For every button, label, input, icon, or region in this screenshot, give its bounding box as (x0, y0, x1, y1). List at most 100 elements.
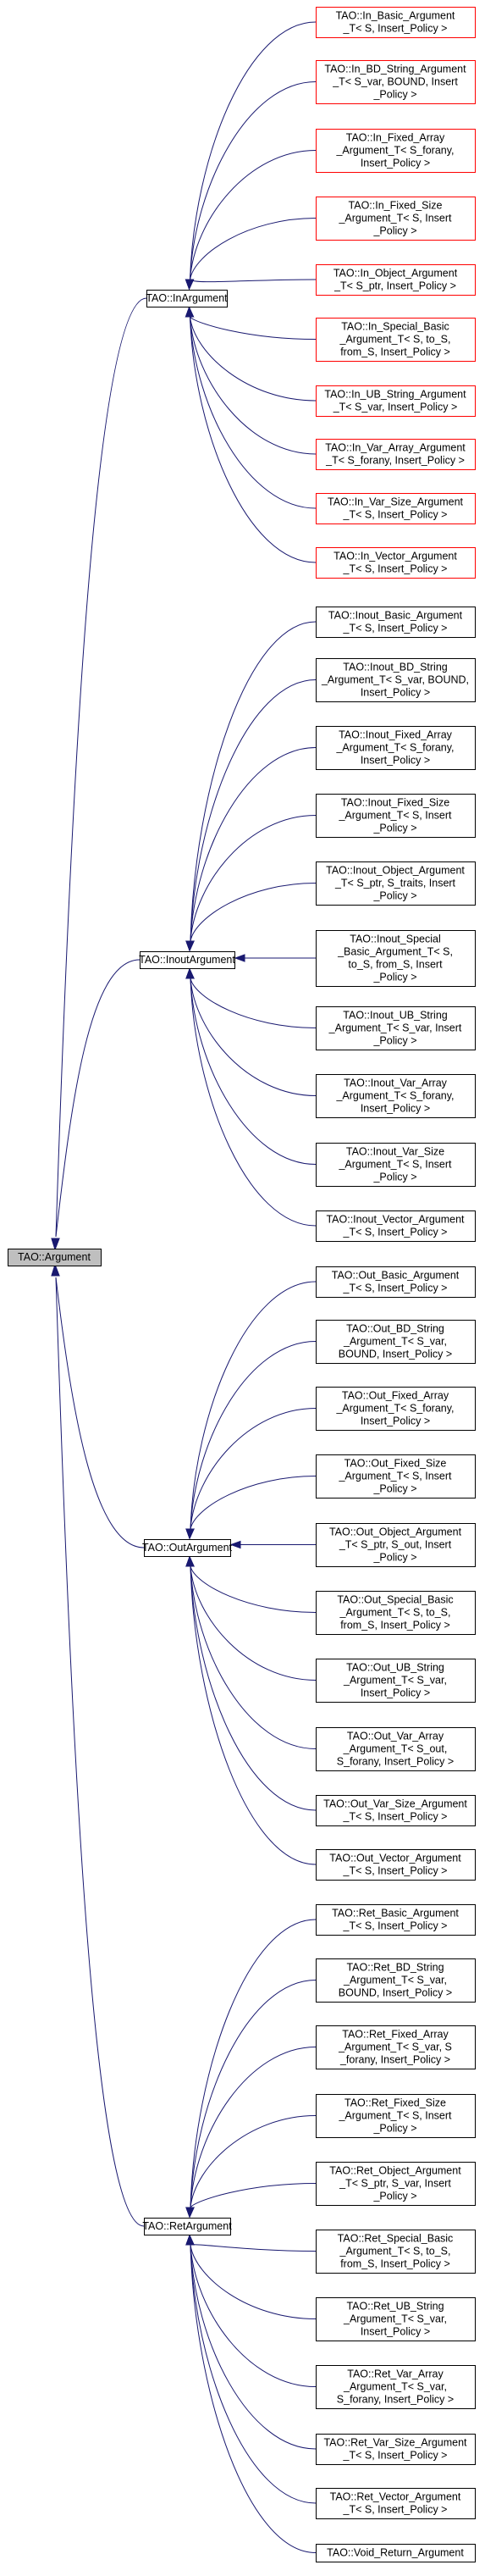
node-out-child-0[interactable]: TAO::Out_Basic_Argument_T< S, Insert_Pol… (316, 1266, 476, 1298)
node-out-child-9-edge (190, 1565, 317, 1865)
node-out-child-7[interactable]: TAO::Out_Var_Array_Argument_T< S_out,S_f… (316, 1727, 476, 1771)
node-in-argument-label: TAO::InArgument (146, 292, 228, 304)
edge-ret-to-root-arrowhead (51, 1263, 60, 1277)
node-in-argument-box (146, 290, 228, 307)
node-ret-child-2[interactable]: TAO::Ret_Fixed_Array_Argument_T< S_var, … (316, 2025, 476, 2069)
node-ret-child-2-box (316, 2025, 476, 2069)
node-inout-child-7-edge (190, 978, 317, 1096)
node-in-child-5-box (316, 318, 476, 362)
node-inout-child-7[interactable]: TAO::Inout_Var_Array_Argument_T< S_foran… (316, 1074, 476, 1118)
node-in-child-0[interactable]: TAO::In_Basic_Argument_T< S, Insert_Poli… (316, 7, 476, 38)
node-ret-child-8[interactable]: TAO::Ret_Var_Size_Argument_T< S, Insert_… (316, 2434, 476, 2465)
node-inout-child-0[interactable]: TAO::Inout_Basic_Argument_T< S, Insert_P… (316, 607, 476, 638)
node-out-child-9[interactable]: TAO::Out_Vector_Argument_T< S, Insert_Po… (316, 1849, 476, 1881)
edge-inout-to-root (55, 959, 141, 1238)
node-out-child-4[interactable]: TAO::Out_Object_Argument_T< S_ptr, S_out… (316, 1523, 476, 1567)
node-out-child-2[interactable]: TAO::Out_Fixed_Array_Argument_T< S_foran… (316, 1387, 476, 1431)
node-ret-child-10-edge-arrowhead (185, 2234, 195, 2246)
node-inout-child-5[interactable]: TAO::Inout_Special_Basic_Argument_T< S,t… (316, 930, 476, 987)
edge-out-to-root (55, 1277, 145, 1548)
node-in-argument[interactable]: TAO::InArgument (146, 290, 228, 307)
node-inout-child-9[interactable]: TAO::Inout_Vector_Argument_T< S, Insert_… (316, 1210, 476, 1242)
node-ret-child-3-label: TAO::Ret_Fixed_Size (344, 2097, 446, 2109)
node-ret-child-2-edge (190, 2047, 317, 2208)
node-ret-child-6[interactable]: TAO::Ret_UB_String_Argument_T< S_var,Ins… (316, 2297, 476, 2341)
edges-layer (51, 21, 317, 2553)
node-inout-argument[interactable]: TAO::InoutArgument (139, 951, 235, 969)
node-inout-child-2-label: _Argument_T< S_forany, (335, 742, 454, 754)
node-in-child-6-label: _T< S_var, Insert_Policy > (333, 402, 458, 413)
node-out-child-5-edge (190, 1565, 317, 1613)
node-inout-child-8-label: TAO::Inout_Var_Size (346, 1146, 444, 1158)
node-ret-argument[interactable]: TAO::RetArgument (142, 2218, 232, 2235)
node-inout-child-4[interactable]: TAO::Inout_Object_Argument_T< S_ptr, S_t… (316, 861, 476, 906)
node-in-child-9-edge (190, 316, 317, 563)
node-out-child-5[interactable]: TAO::Out_Special_Basic_Argument_T< S, to… (316, 1591, 476, 1635)
node-ret-child-1[interactable]: TAO::Ret_BD_String_Argument_T< S_var,BOU… (316, 1958, 476, 2003)
node-in-child-3[interactable]: TAO::In_Fixed_Size_Argument_T< S, Insert… (316, 197, 476, 241)
node-out-child-0-box (316, 1266, 476, 1298)
node-ret-child-3[interactable]: TAO::Ret_Fixed_Size_Argument_T< S, Inser… (316, 2094, 476, 2138)
node-ret-argument-label: TAO::RetArgument (142, 2220, 232, 2232)
node-out-child-8-label: TAO::Out_Var_Size_Argument (323, 1798, 467, 1810)
node-inout-child-2-label: TAO::Inout_Fixed_Array (339, 729, 453, 741)
node-in-child-5[interactable]: TAO::In_Special_Basic_Argument_T< S, to_… (316, 318, 476, 362)
node-tao-argument[interactable]: TAO::Argument (8, 1249, 102, 1266)
node-inout-child-1-label: TAO::Inout_BD_String (343, 662, 447, 673)
node-ret-child-5[interactable]: TAO::Ret_Special_Basic_Argument_T< S, to… (316, 2230, 476, 2274)
node-out-argument[interactable]: TAO::OutArgument (142, 1539, 233, 1557)
node-inout-child-7-label: Insert_Policy > (361, 1103, 430, 1115)
node-in-child-0-edge (190, 21, 317, 280)
node-ret-child-7-label: TAO::Ret_Var_Array (347, 2368, 444, 2380)
node-inout-child-1-box (316, 658, 476, 702)
node-in-child-3-label: TAO::In_Fixed_Size (349, 200, 443, 212)
node-in-child-6[interactable]: TAO::In_UB_String_Argument_T< S_var, Ins… (316, 385, 476, 417)
node-ret-child-6-box (316, 2297, 476, 2341)
node-out-child-5-box (316, 1591, 476, 1635)
node-ret-child-4[interactable]: TAO::Ret_Object_Argument_T< S_ptr, S_var… (316, 2162, 476, 2206)
node-out-child-1[interactable]: TAO::Out_BD_String_Argument_T< S_var,BOU… (316, 1320, 476, 1364)
node-ret-child-9[interactable]: TAO::Ret_Vector_Argument_T< S, Insert_Po… (316, 2488, 476, 2519)
node-out-child-8[interactable]: TAO::Out_Var_Size_Argument_T< S, Insert_… (316, 1795, 476, 1826)
node-inout-child-3[interactable]: TAO::Inout_Fixed_Size_Argument_T< S, Ins… (316, 794, 476, 838)
node-inout-child-5-label: TAO::Inout_Special (350, 933, 440, 945)
node-ret-child-6-label: TAO::Ret_UB_String (346, 2301, 444, 2313)
node-in-child-2[interactable]: TAO::In_Fixed_Array_Argument_T< S_forany… (316, 129, 476, 173)
node-inout-child-1-label: _Argument_T< S_var, BOUND, (321, 674, 469, 686)
node-in-child-4-edge (190, 279, 317, 283)
node-inout-child-3-box (316, 794, 476, 838)
node-ret-child-7[interactable]: TAO::Ret_Var_Array_Argument_T< S_var,S_f… (316, 2365, 476, 2409)
node-out-child-5-label: from_S, Insert_Policy > (340, 1620, 450, 1631)
node-in-child-9[interactable]: TAO::In_Vector_Argument_T< S, Insert_Pol… (316, 547, 476, 579)
node-out-child-4-box (316, 1523, 476, 1567)
node-in-child-8-label: TAO::In_Var_Size_Argument (328, 496, 464, 508)
node-ret-child-10[interactable]: TAO::Void_Return_Argument (316, 2544, 476, 2562)
edge-inout-to-root-arrowhead (51, 1238, 60, 1251)
node-out-child-6[interactable]: TAO::Out_UB_String_Argument_T< S_var,Ins… (316, 1659, 476, 1703)
node-in-child-8[interactable]: TAO::In_Var_Size_Argument_T< S, Insert_P… (316, 493, 476, 524)
node-out-child-1-edge (190, 1341, 317, 1530)
node-ret-child-0[interactable]: TAO::Ret_Basic_Argument_T< S, Insert_Pol… (316, 1904, 476, 1936)
node-out-child-3[interactable]: TAO::Out_Fixed_Size_Argument_T< S, Inser… (316, 1454, 476, 1499)
node-inout-child-9-box (316, 1210, 476, 1242)
node-in-child-7-label: _T< S_forany, Insert_Policy > (325, 455, 465, 467)
node-out-child-3-label: _Policy > (372, 1483, 416, 1495)
node-ret-child-1-edge (190, 1980, 317, 2208)
node-inout-child-6[interactable]: TAO::Inout_UB_String_Argument_T< S_var, … (316, 1006, 476, 1050)
node-inout-child-8[interactable]: TAO::Inout_Var_Size_Argument_T< S, Inser… (316, 1143, 476, 1187)
node-ret-child-0-label: _T< S, Insert_Policy > (343, 1920, 448, 1932)
node-inout-child-1[interactable]: TAO::Inout_BD_String_Argument_T< S_var, … (316, 658, 476, 702)
node-in-child-1[interactable]: TAO::In_BD_String_Argument_T< S_var, BOU… (316, 60, 476, 104)
node-out-child-3-box (316, 1454, 476, 1499)
node-inout-child-3-label: _Policy > (372, 823, 416, 834)
node-ret-child-1-label: BOUND, Insert_Policy > (339, 1987, 452, 1999)
node-out-child-2-label: TAO::Out_Fixed_Array (342, 1390, 449, 1402)
node-in-child-4[interactable]: TAO::In_Object_Argument_T< S_ptr, Insert… (316, 264, 476, 296)
node-inout-child-2[interactable]: TAO::Inout_Fixed_Array_Argument_T< S_for… (316, 726, 476, 770)
node-out-child-6-label: _Argument_T< S_var, (343, 1675, 447, 1687)
node-out-child-6-edge (190, 1565, 317, 1681)
node-ret-child-0-box (316, 1904, 476, 1936)
node-in-child-7-edge (190, 316, 317, 455)
node-in-child-7[interactable]: TAO::In_Var_Array_Argument_T< S_forany, … (316, 439, 476, 470)
node-ret-child-1-label: TAO::Ret_BD_String (346, 1962, 444, 1974)
